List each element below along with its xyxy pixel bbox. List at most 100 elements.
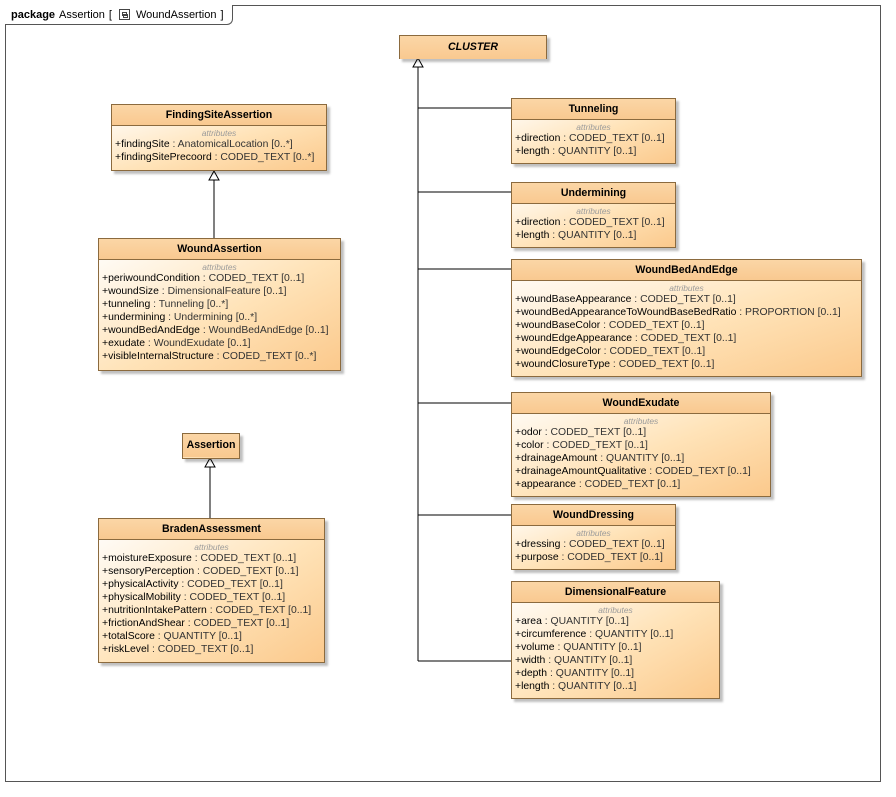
generalization-arrowhead-assertion: [204, 456, 216, 468]
compartment-label: attributes: [623, 416, 659, 426]
attribute: +undermining : Undermining [0..*]: [102, 311, 337, 324]
attribute: +width : QUANTITY [0..1]: [515, 654, 716, 667]
attribute: +appearance : CODED_TEXT [0..1]: [515, 478, 767, 491]
attribute-type: : CODED_TEXT [0..1]: [560, 133, 665, 144]
class-bradenassessment[interactable]: BradenAssessment attributes +moistureExp…: [98, 518, 325, 663]
attribute-type: : CODED_TEXT [0..1]: [600, 346, 706, 357]
attribute-type: : WoundExudate [0..1]: [145, 338, 251, 349]
attribute-type: : QUANTITY [0..1]: [586, 629, 674, 640]
attributes-compartment: attributes +findingSite : AnatomicalLoca…: [112, 126, 326, 166]
attribute: +periwoundCondition : CODED_TEXT [0..1]: [102, 272, 337, 285]
attribute: +riskLevel : CODED_TEXT [0..1]: [102, 643, 321, 656]
attribute-type: : CODED_TEXT [0..*]: [211, 152, 315, 163]
attribute-type: : CODED_TEXT [0..1]: [541, 427, 647, 438]
attribute: +visibleInternalStructure : CODED_TEXT […: [102, 350, 337, 363]
attribute-name: +volume: [515, 642, 555, 653]
attribute-type: : CODED_TEXT [0..1]: [632, 333, 737, 344]
attribute: +woundBedAppearanceToWoundBaseBedRatio :…: [515, 306, 858, 319]
attribute-type: : QUANTITY [0..1]: [547, 668, 635, 679]
generalization-arrowhead-findingsiteassertion: [208, 169, 220, 181]
attribute-type: : CODED_TEXT [0..1]: [543, 440, 648, 451]
class-assertion[interactable]: Assertion: [182, 433, 240, 459]
compartment-label: attributes: [598, 605, 633, 615]
attribute-name: +woundEdgeAppearance: [515, 333, 632, 344]
attributes-compartment: attributes +odor : CODED_TEXT [0..1] +co…: [512, 414, 770, 493]
attribute: +dressing : CODED_TEXT [0..1]: [515, 538, 672, 551]
compartment-label: attributes: [576, 206, 611, 216]
class-name: WoundDressing: [512, 505, 675, 526]
attribute-type: : Tunneling [0..*]: [150, 299, 229, 310]
class-name: WoundAssertion: [99, 239, 340, 260]
attribute: +woundBaseColor : CODED_TEXT [0..1]: [515, 319, 858, 332]
attribute-name: +drainageAmountQualitative: [515, 466, 647, 477]
compartment-label: attributes: [576, 122, 611, 132]
package-frame: [5, 5, 881, 782]
class-findingsiteassertion[interactable]: FindingSiteAssertion attributes +finding…: [111, 104, 327, 171]
class-woundassertion[interactable]: WoundAssertion attributes +periwoundCond…: [98, 238, 341, 371]
attributes-compartment: attributes +woundBaseAppearance : CODED_…: [512, 281, 861, 373]
attribute-name: +drainageAmount: [515, 453, 598, 464]
attribute: +odor : CODED_TEXT [0..1]: [515, 426, 767, 439]
compartment-label: attributes: [576, 528, 611, 538]
class-woundexudate[interactable]: WoundExudate attributes +odor : CODED_TE…: [511, 392, 771, 497]
attribute-name: +color: [515, 440, 544, 451]
attribute: +nutritionIntakePattern : CODED_TEXT [0.…: [102, 604, 321, 617]
attribute-type: : CODED_TEXT [0..1]: [184, 618, 290, 629]
attribute-type: : Undermining [0..*]: [165, 312, 258, 323]
class-cluster[interactable]: CLUSTER: [399, 35, 547, 59]
attribute-name: +nutritionIntakePattern: [102, 605, 207, 616]
generalization-arrowhead-cluster: [412, 56, 424, 68]
attribute-type: : CODED_TEXT [0..*]: [213, 351, 317, 362]
attribute-type: : QUANTITY [0..1]: [541, 616, 629, 627]
class-dimensionalfeature[interactable]: DimensionalFeature attributes +area : QU…: [511, 581, 720, 699]
attributes-compartment: attributes +area : QUANTITY [0..1] +circ…: [512, 603, 719, 695]
attribute-name: +woundClosureType: [515, 359, 611, 370]
class-name: BradenAssessment: [99, 519, 324, 540]
attribute: +exudate : WoundExudate [0..1]: [102, 337, 337, 350]
attribute: +woundSize : DimensionalFeature [0..1]: [102, 285, 337, 298]
attribute-name: +riskLevel: [102, 644, 150, 655]
attribute-name: +width: [515, 655, 546, 666]
attributes-compartment: attributes +direction : CODED_TEXT [0..1…: [512, 120, 675, 160]
attributes-compartment: attributes +dressing : CODED_TEXT [0..1]…: [512, 526, 675, 566]
attributes-compartment: attributes +moistureExposure : CODED_TEX…: [99, 540, 324, 658]
attribute-name: +circumference: [515, 629, 587, 640]
attribute-type: : CODED_TEXT [0..1]: [631, 294, 736, 305]
attribute-name: +physicalActivity: [102, 579, 179, 590]
attribute-name: +length: [515, 230, 550, 241]
frame-bracket-open: [: [108, 8, 112, 21]
compartment-label: attributes: [201, 128, 237, 138]
attribute-type: : CODED_TEXT [0..1]: [560, 217, 665, 228]
frame-keyword: package: [11, 8, 56, 21]
class-name: WoundBedAndEdge: [512, 260, 861, 281]
compartment-label: attributes: [202, 262, 237, 272]
attribute: +direction : CODED_TEXT [0..1]: [515, 216, 672, 229]
attribute: +woundEdgeColor : CODED_TEXT [0..1]: [515, 345, 858, 358]
attribute-type: : CODED_TEXT [0..1]: [194, 566, 299, 577]
attribute-name: +woundBedAppearanceToWoundBaseBedRatio: [515, 307, 737, 318]
class-name: Undermining: [512, 183, 675, 204]
attribute: +depth : QUANTITY [0..1]: [515, 667, 716, 680]
class-tunneling[interactable]: Tunneling attributes +direction : CODED_…: [511, 98, 676, 164]
attribute: +woundBaseAppearance : CODED_TEXT [0..1]: [515, 293, 858, 306]
class-wounddressing[interactable]: WoundDressing attributes +dressing : COD…: [511, 504, 676, 570]
class-woundbedandedge[interactable]: WoundBedAndEdge attributes +woundBaseApp…: [511, 259, 862, 377]
attribute: +sensoryPerception : CODED_TEXT [0..1]: [102, 565, 321, 578]
attribute-type: : CODED_TEXT [0..1]: [600, 320, 705, 331]
class-name: CLUSTER: [400, 36, 546, 59]
attribute-type: : PROPORTION [0..1]: [736, 307, 841, 318]
attribute-name: +findingSitePrecoord: [115, 152, 212, 163]
attribute: +moistureExposure : CODED_TEXT [0..1]: [102, 552, 321, 565]
compartment-label: attributes: [194, 542, 229, 552]
attribute-type: : CODED_TEXT [0..1]: [191, 553, 297, 564]
attribute-name: +frictionAndShear: [102, 618, 185, 629]
attribute: +woundEdgeAppearance : CODED_TEXT [0..1]: [515, 332, 858, 345]
class-name: DimensionalFeature: [512, 582, 719, 603]
attribute: +direction : CODED_TEXT [0..1]: [515, 132, 672, 145]
attribute: +physicalMobility : CODED_TEXT [0..1]: [102, 591, 321, 604]
attribute: +purpose : CODED_TEXT [0..1]: [515, 551, 672, 564]
compartment-label: attributes: [669, 283, 704, 293]
class-undermining[interactable]: Undermining attributes +direction : CODE…: [511, 182, 676, 248]
attribute-name: +purpose: [515, 552, 559, 563]
attribute-name: +woundBaseAppearance: [515, 294, 632, 305]
